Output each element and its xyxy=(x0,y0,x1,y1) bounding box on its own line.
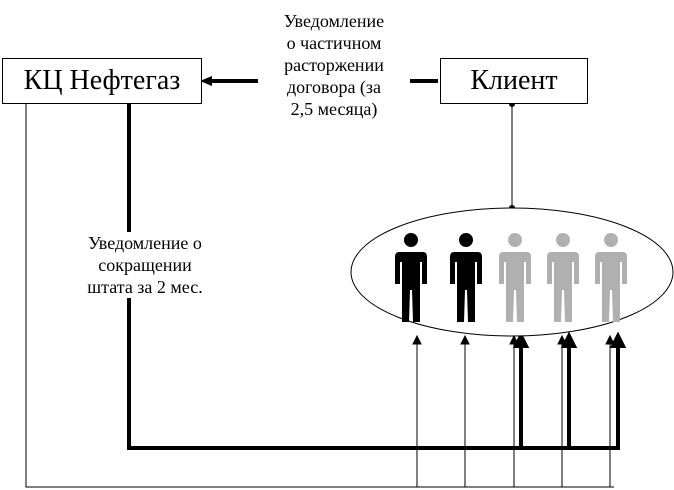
thin-arrows xyxy=(412,334,615,487)
thick-arrows xyxy=(512,331,627,448)
thin-feedback-line xyxy=(25,103,614,488)
employee-figure xyxy=(595,233,627,322)
employee-figure xyxy=(395,233,427,322)
staff-notice-line: Уведомление о xyxy=(88,233,202,253)
staff-notice-line: сокращении xyxy=(98,255,192,275)
thick-staff-line xyxy=(127,103,620,450)
client-box: Клиент xyxy=(440,58,588,104)
employee-figure xyxy=(450,233,482,322)
client-notice-line: расторжении xyxy=(284,55,384,75)
staff-notice-text: Уведомление о сокращении штата за 2 мес. xyxy=(60,232,230,298)
company-label: КЦ Нефтегаз xyxy=(23,65,181,96)
employee-figures xyxy=(395,233,627,322)
employee-figure xyxy=(499,233,531,322)
client-label: Клиент xyxy=(470,65,558,96)
client-notice-line: о частичном xyxy=(286,33,382,53)
company-box: КЦ Нефтегаз xyxy=(2,58,202,104)
client-notice-line: договора (за xyxy=(286,77,382,97)
client-notice-line: 2,5 месяца) xyxy=(290,99,378,119)
employee-figure xyxy=(547,233,579,322)
staff-notice-line: штата за 2 мес. xyxy=(87,277,203,297)
client-notice-text: Уведомление о частичном расторжении дого… xyxy=(258,10,410,120)
client-notice-line: Уведомление xyxy=(283,11,385,31)
